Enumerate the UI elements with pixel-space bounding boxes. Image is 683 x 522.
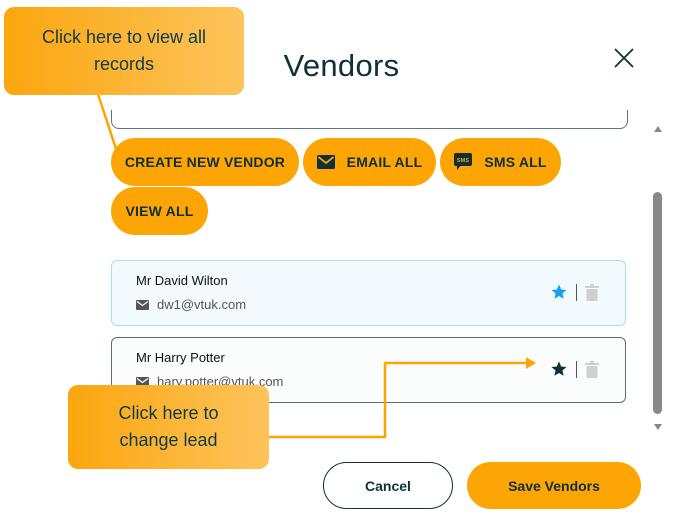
sms-icon: SMS [454, 153, 473, 170]
view-all-button[interactable]: VIEW ALL [111, 187, 208, 235]
email-all-label: EMAIL ALL [346, 154, 423, 170]
envelope-icon [136, 299, 149, 310]
lead-star-icon[interactable] [550, 283, 568, 301]
view-all-label: VIEW ALL [125, 203, 194, 219]
vendor-email-row: dw1@vtuk.com [136, 297, 246, 312]
scroll-up-arrow-icon[interactable] [654, 126, 662, 132]
envelope-icon [136, 376, 149, 387]
close-button[interactable] [611, 45, 637, 71]
divider [575, 283, 577, 301]
sms-all-button[interactable]: SMS SMS ALL [440, 138, 561, 186]
vendor-search-field-bottom [111, 110, 628, 129]
create-new-vendor-label: CREATE NEW VENDOR [124, 154, 286, 170]
cancel-button[interactable]: Cancel [323, 462, 453, 509]
sms-all-label: SMS ALL [484, 154, 547, 170]
view-all-callout-text: Click here to view all records [41, 27, 207, 74]
scrollbar-thumb[interactable] [653, 192, 662, 414]
envelope-icon [316, 155, 335, 169]
vendor-card: Mr David Wilton dw1@vtuk.com [111, 260, 626, 326]
scroll-down-arrow-icon[interactable] [654, 424, 662, 430]
change-lead-callout-text: Click here to change lead [118, 403, 219, 450]
vendor-actions [550, 283, 599, 301]
save-vendors-label: Save Vendors [508, 477, 600, 494]
divider [575, 360, 577, 378]
save-vendors-button[interactable]: Save Vendors [467, 462, 641, 509]
star-icon[interactable] [550, 360, 568, 378]
email-all-button[interactable]: EMAIL ALL [303, 138, 436, 186]
vendor-name: Mr David Wilton [136, 273, 228, 288]
vendor-email: dw1@vtuk.com [157, 297, 247, 312]
vertical-scrollbar[interactable] [650, 122, 666, 434]
close-icon [614, 48, 634, 68]
trash-icon[interactable] [585, 283, 599, 301]
dialog-title: Vendors [283, 48, 400, 83]
vendor-name: Mr Harry Potter [136, 350, 225, 365]
change-lead-callout: Click here to change lead [68, 385, 269, 469]
create-new-vendor-button[interactable]: CREATE NEW VENDOR [111, 138, 299, 186]
view-all-callout: Click here to view all records [4, 7, 244, 95]
trash-icon[interactable] [585, 360, 599, 378]
svg-text:SMS: SMS [457, 158, 470, 164]
cancel-label: Cancel [365, 477, 411, 494]
vendor-actions [550, 360, 599, 378]
